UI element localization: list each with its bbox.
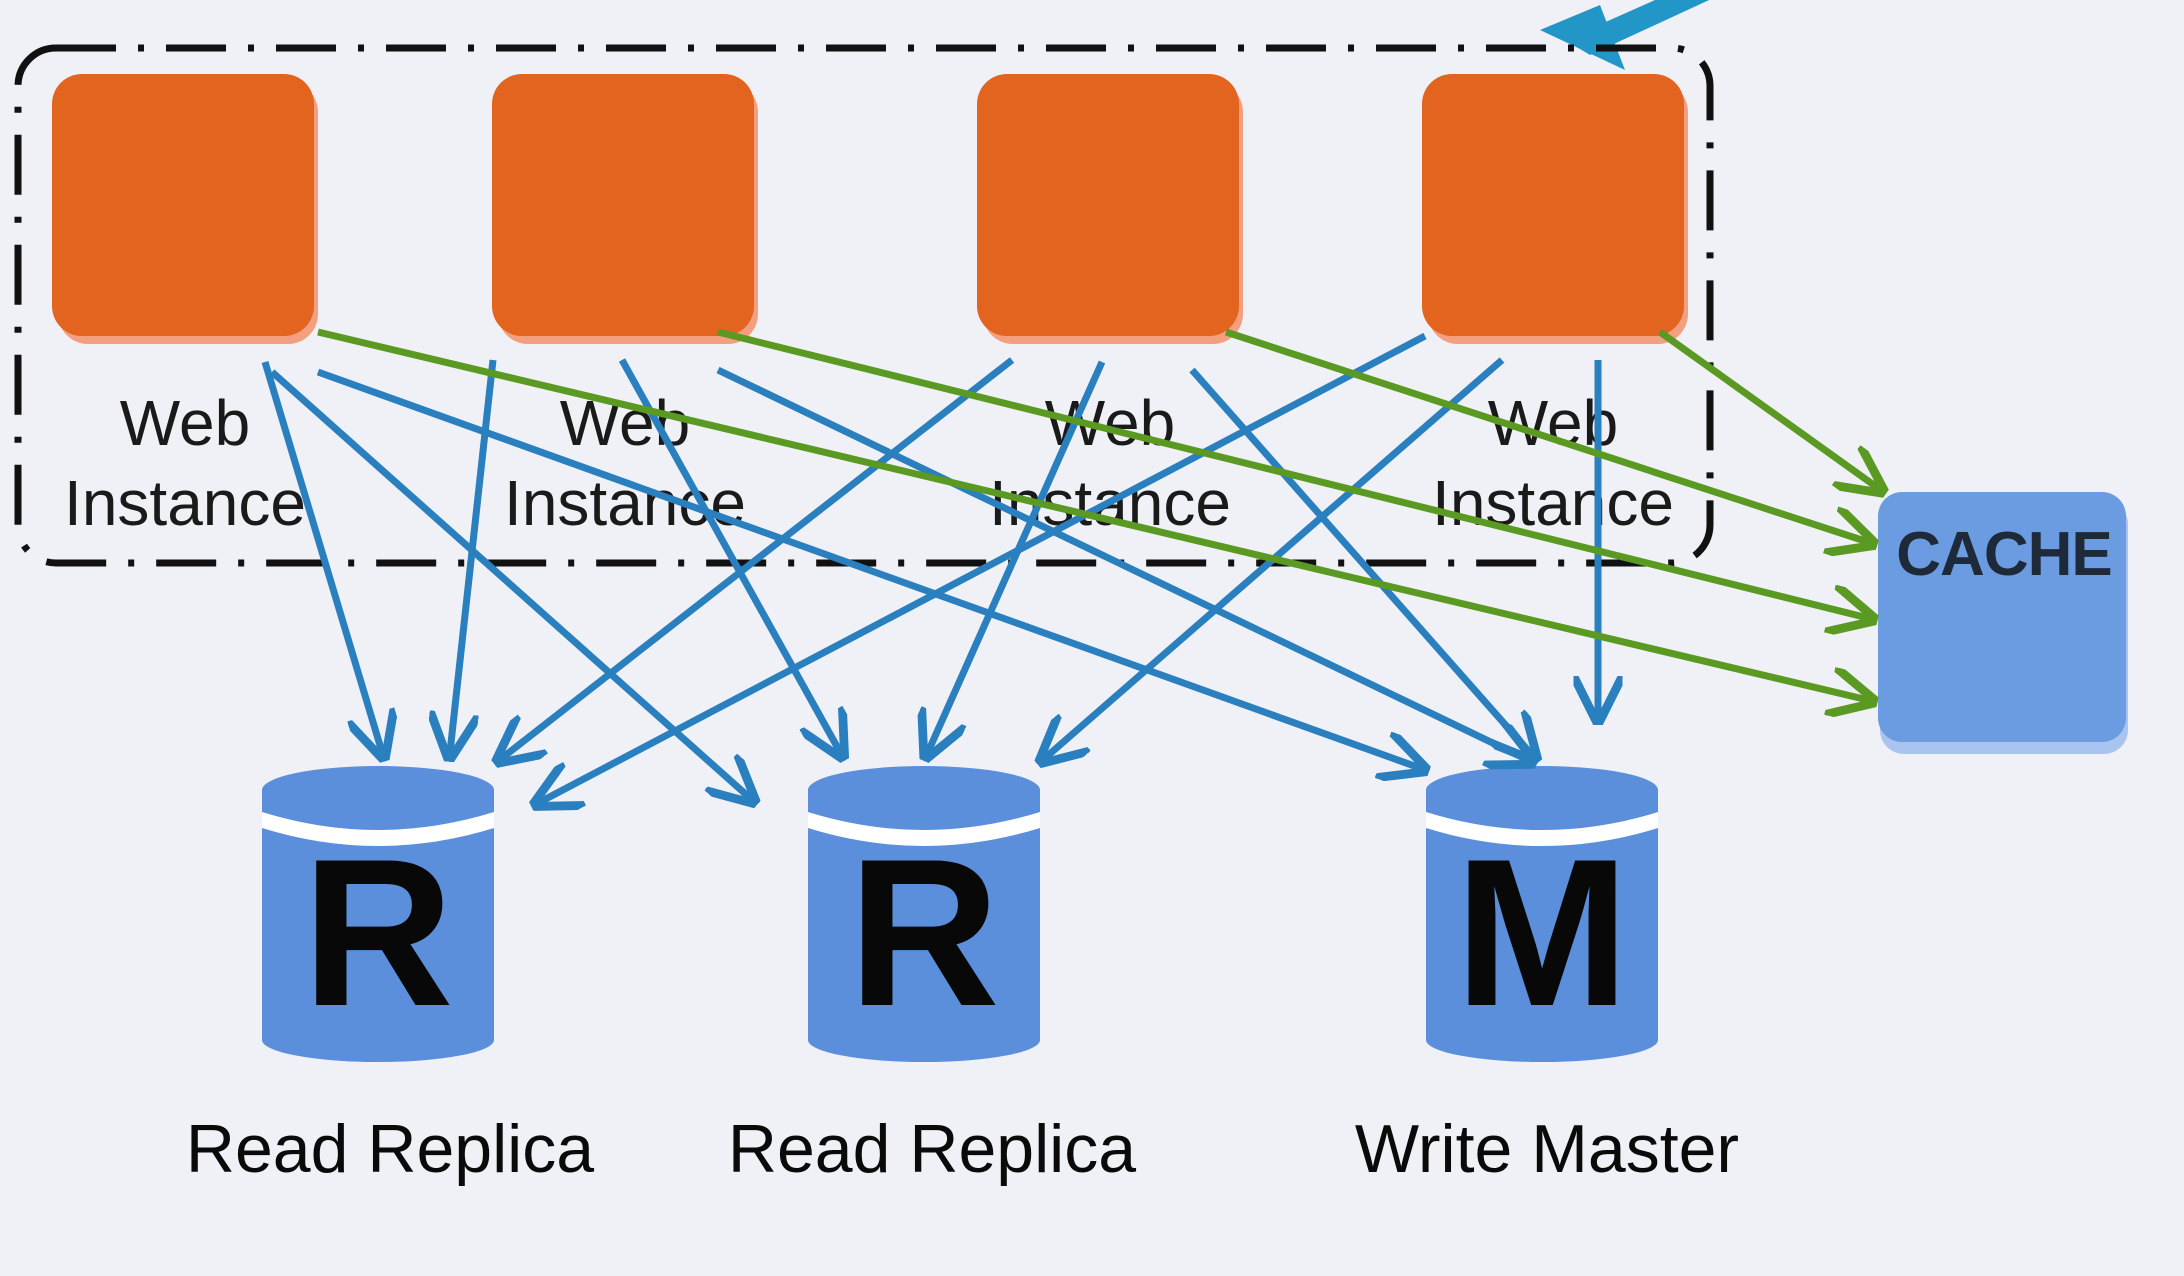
db-write-master: M Write Master <box>1355 766 1739 1187</box>
web-instance-1: Web Instance <box>52 74 318 539</box>
db-read-replica-1: R Read Replica <box>186 766 594 1187</box>
db-caption: Write Master <box>1355 1111 1739 1187</box>
cache-connections <box>317 328 1878 700</box>
db-caption: Read Replica <box>186 1111 594 1187</box>
web-instance-label-line2: Instance <box>64 467 306 539</box>
web-instance-2: Web Instance <box>492 74 758 539</box>
web-instance-label-line2: Instance <box>1432 467 1674 539</box>
connector-arrow <box>928 360 1106 752</box>
connector-arrow <box>269 369 750 798</box>
db-letter: M <box>1455 815 1630 1050</box>
web-instance-label-line1: Web <box>120 387 250 459</box>
connector-arrow <box>1189 367 1532 755</box>
web-instance-box <box>492 74 754 336</box>
web-instance-box <box>52 74 314 336</box>
web-instance-3: Web Instance <box>977 74 1243 539</box>
incoming-traffic-arrow <box>1540 0 1710 70</box>
db-letter: R <box>302 815 454 1050</box>
connector-arrow <box>716 366 1528 760</box>
connector-arrow <box>502 357 1015 758</box>
connector-arrow <box>1657 329 1878 488</box>
connector-arrow <box>316 368 1420 768</box>
connector-arrow <box>717 328 1868 618</box>
db-letter: R <box>848 815 1000 1050</box>
web-instance-box <box>977 74 1239 336</box>
web-instance-label-line2: Instance <box>504 467 746 539</box>
cache-label: CACHE <box>1896 520 2111 589</box>
connector-arrow <box>1224 328 1868 542</box>
db-read-replica-2: R Read Replica <box>728 766 1136 1187</box>
web-tier-boundary <box>14 44 1714 567</box>
connector-arrow <box>618 358 840 752</box>
db-caption: Read Replica <box>728 1111 1136 1187</box>
cache-box <box>1878 492 2126 742</box>
web-instance-4: Web Instance <box>1422 74 1688 539</box>
connector-arrow <box>540 332 1427 802</box>
web-instance-box <box>1422 74 1684 336</box>
connector-arrow <box>317 328 1868 700</box>
cache-node: CACHE <box>1878 492 2128 754</box>
connector-arrow <box>450 359 497 752</box>
db-connections <box>261 332 1598 802</box>
connector-arrow <box>261 360 382 752</box>
